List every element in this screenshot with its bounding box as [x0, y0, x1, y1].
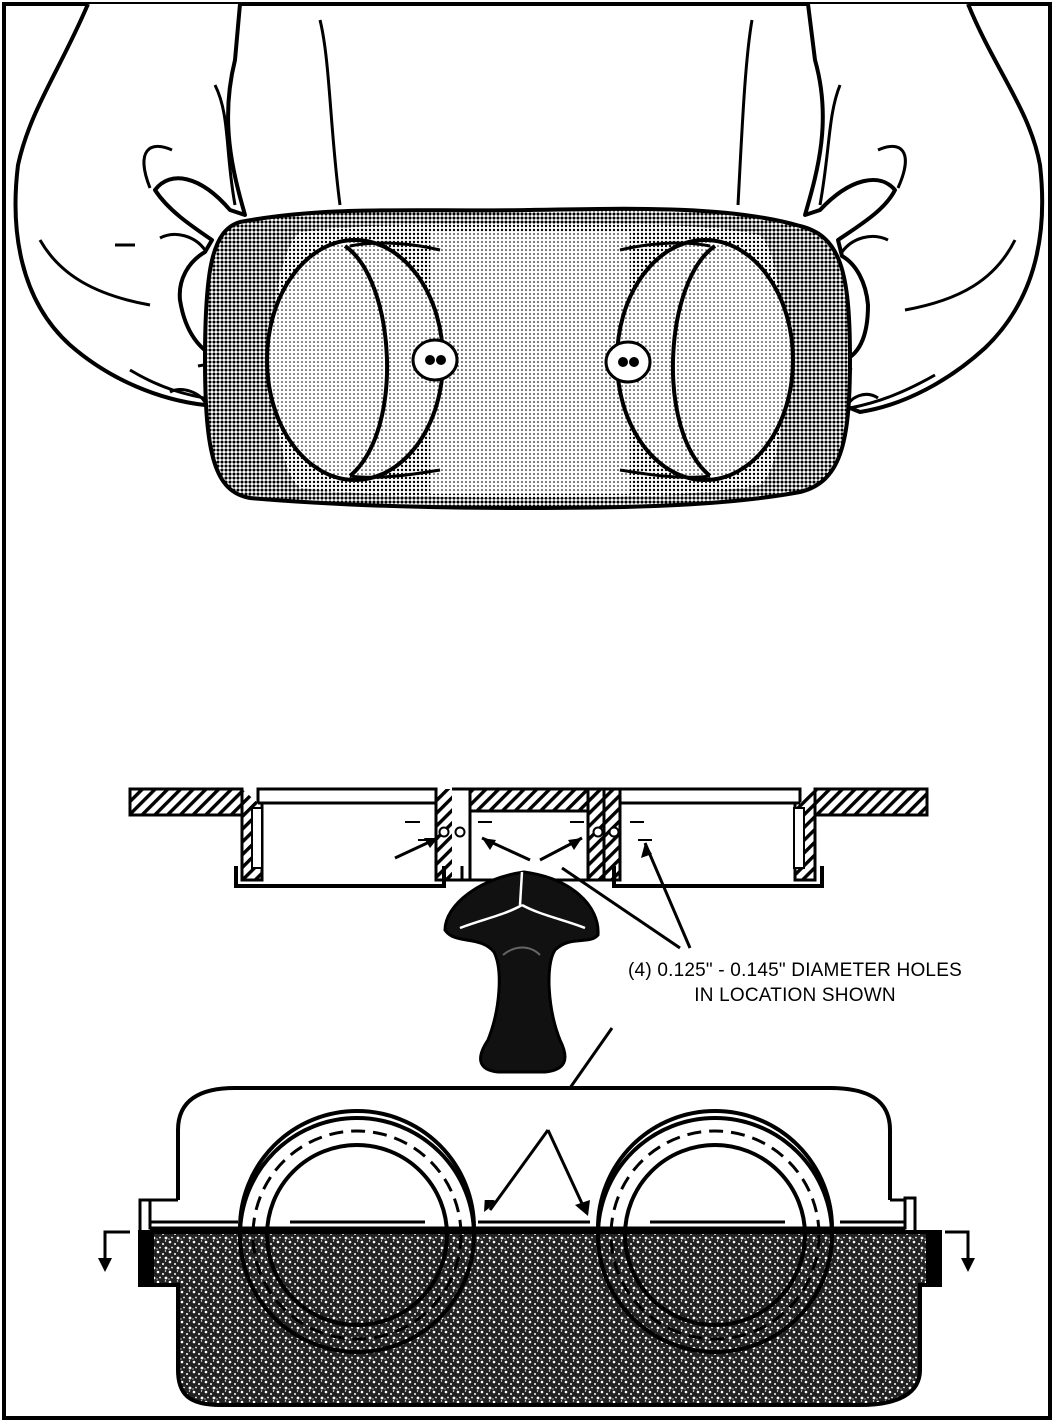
- drain-arrow-right: [945, 1230, 970, 1260]
- callout-line-1: (4) 0.125" - 0.145" DIAMETER HOLES: [628, 960, 962, 981]
- left-inlet-ring: [265, 238, 459, 482]
- foam-filter-media: [138, 1230, 942, 1407]
- drain-arrow-left: [103, 1230, 130, 1260]
- hands-holding-part: [13, 3, 1045, 511]
- right-inlet-ring: [604, 238, 795, 482]
- cross-section-view: [128, 787, 929, 950]
- right-outlet-ring: [596, 1116, 834, 1354]
- drill-tool: [443, 870, 600, 1074]
- hole-marker: [592, 826, 604, 838]
- callout-line-2: IN LOCATION SHOWN: [694, 985, 896, 1006]
- hole-callout-label: (4) 0.125" - 0.145" DIAMETER HOLES IN LO…: [590, 958, 1000, 1008]
- hole-marker: [608, 826, 620, 838]
- hole-marker: [454, 826, 466, 838]
- filter-housing-section: [98, 1086, 975, 1407]
- hole-marker: [438, 826, 450, 838]
- left-outlet-ring: [238, 1116, 476, 1354]
